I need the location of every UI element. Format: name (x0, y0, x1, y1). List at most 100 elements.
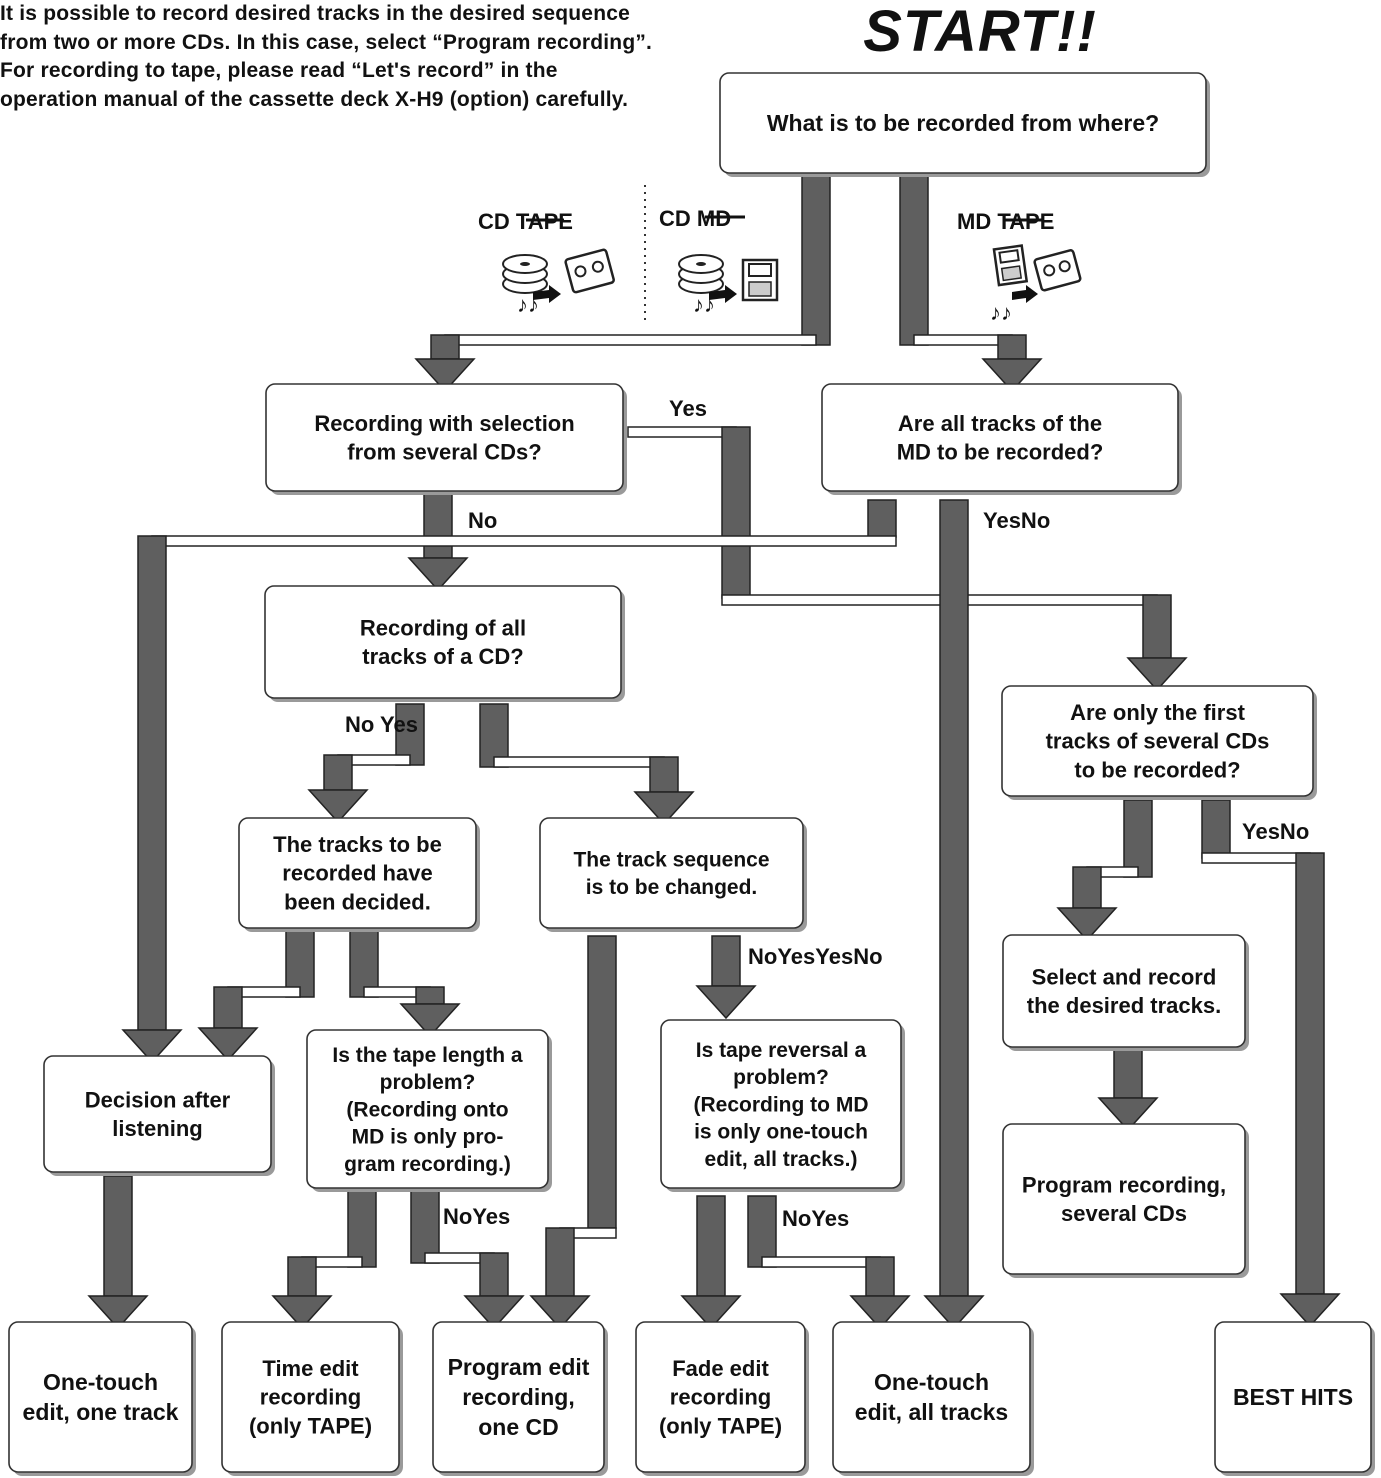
node-text-line: (only TAPE) (659, 1413, 782, 1438)
arrow-length-no-head (271, 1295, 333, 1330)
arrow-several-no-head (407, 557, 469, 592)
label-yesno-first: YesNo (1242, 819, 1309, 844)
node-text-line: One-touch (43, 1369, 158, 1395)
node-text-line: MD to be recorded? (897, 440, 1104, 465)
arrow-md-no-drop (867, 499, 897, 538)
label-noyes-reversal: NoYes (782, 1206, 849, 1231)
node-text-line: MD is only pro- (352, 1126, 504, 1149)
node-frame (264, 585, 622, 699)
svg-text:♪♪: ♪♪ (990, 300, 1012, 325)
connector-arrows (87, 169, 1341, 1330)
node-frame (539, 817, 804, 929)
node-decision-listen: Decision after listening (43, 1055, 275, 1176)
arrow-decided-no-head (197, 1027, 259, 1062)
node-best-hits: BEST HITS (1214, 1321, 1375, 1476)
intro-paragraph-program: It is possible to record desired tracks … (0, 2, 653, 54)
node-text-line: from several CDs? (347, 440, 541, 465)
arrow-first-no-drop (1123, 799, 1153, 878)
svg-text:♪♪: ♪♪ (517, 292, 539, 317)
node-text-line: (only TAPE) (249, 1413, 372, 1438)
arrow-sequence-yes-shaft (545, 1227, 575, 1297)
node-text-line: recording (260, 1385, 361, 1410)
node-text-line: been decided. (284, 889, 431, 914)
arrow-sequence-no-head (695, 985, 757, 1020)
arrow-length-yes-head (463, 1295, 525, 1330)
node-frame (1001, 685, 1314, 797)
node-text-line: Is tape reversal a (696, 1039, 867, 1062)
node-one-touch-one: One-touch edit, one track (8, 1321, 196, 1476)
node-text-line: Recording with selection (314, 411, 574, 436)
arrow-length-no-drop (347, 1189, 377, 1268)
node-text-line: tracks of a CD? (362, 644, 523, 669)
arrow-sequence-no-shaft (711, 935, 741, 987)
arrow-md-yes-shaft (939, 499, 969, 1297)
node-what: What is to be recorded from where? (719, 72, 1210, 177)
node-frame (1002, 934, 1246, 1048)
node-text-line: is only one-touch (694, 1121, 868, 1144)
node-frame (432, 1321, 605, 1473)
node-text-line: One-touch (874, 1369, 989, 1395)
arrow-all-yes-head (633, 791, 695, 826)
arrow-reversal-yes-head (849, 1295, 911, 1330)
node-text-line: gram recording.) (344, 1153, 511, 1176)
node-frame (821, 383, 1179, 492)
arrow-cd-sources-drop (801, 169, 831, 346)
node-frame (43, 1055, 272, 1173)
label-yes-several: Yes (669, 396, 707, 421)
arrow-listen-onetouch-shaft (103, 1175, 133, 1297)
arrow-sequence-yes-head (529, 1295, 591, 1330)
node-frame (719, 72, 1207, 174)
arrow-first-no-shaft (1072, 866, 1102, 909)
node-frame (265, 383, 624, 492)
node-fade-edit: Fade edit recording (only TAPE) (635, 1321, 809, 1476)
cd-to-md-icon: ♪♪ (678, 254, 779, 317)
node-text-line: edit, all tracks.) (705, 1148, 858, 1171)
node-text-line: Select and record (1032, 964, 1217, 989)
node-text-line: several CDs (1061, 1201, 1187, 1226)
arrow-several-yes-drop (721, 426, 751, 599)
node-frame (238, 817, 477, 929)
arrow-md-no-shaft (137, 535, 167, 1031)
arrow-listen-onetouch-head (87, 1295, 149, 1330)
node-text-line: (Recording to MD (694, 1093, 869, 1116)
arrow-all-yes-run (493, 756, 665, 768)
node-text-line: the desired tracks. (1027, 993, 1221, 1018)
node-text-line: Fade edit (672, 1356, 769, 1381)
label-no-several: No (468, 508, 497, 533)
node-several-cds: Recording with selection from several CDs… (265, 383, 627, 495)
node-text-line: listening (112, 1116, 202, 1141)
arrow-several-yes-shaft (1142, 594, 1172, 659)
arrow-all-no-shaft (323, 754, 353, 791)
node-text-line: tracks of several CDs (1046, 729, 1270, 754)
node-text-line: edit, one track (23, 1399, 179, 1425)
node-text-line: Decision after (85, 1087, 231, 1112)
node-text-line: recording (670, 1385, 771, 1410)
arrow-cd-sources-head (414, 358, 476, 393)
node-text-line: recording, (462, 1384, 574, 1410)
node-text-line: edit, all tracks (855, 1399, 1008, 1425)
md-to-tape-icon: ♪♪ (990, 244, 1082, 325)
cd-to-tape-icon: ♪♪ (502, 248, 615, 317)
node-one-touch-all: One-touch edit, all tracks (832, 1321, 1034, 1476)
node-frame (832, 1321, 1031, 1473)
label-yesno-md: YesNo (983, 508, 1050, 533)
arrow-length-yes-shaft (479, 1252, 509, 1297)
arrow-reversal-yes-run (761, 1256, 881, 1268)
node-program-several: Program recording,several CDs (1002, 1123, 1249, 1278)
intro-paragraph-tape: For recording to tape, please read “Let'… (0, 59, 629, 111)
node-frame (1002, 1123, 1246, 1275)
arrow-select-program-shaft (1113, 1049, 1143, 1099)
node-text-line: The track sequence (573, 849, 769, 872)
arrow-first-yes-shaft (1295, 852, 1325, 1295)
arrow-first-yes-drop (1201, 799, 1231, 859)
arrow-reversal-yes-drop (747, 1195, 777, 1268)
node-text-line: Is the tape length a (332, 1044, 523, 1067)
